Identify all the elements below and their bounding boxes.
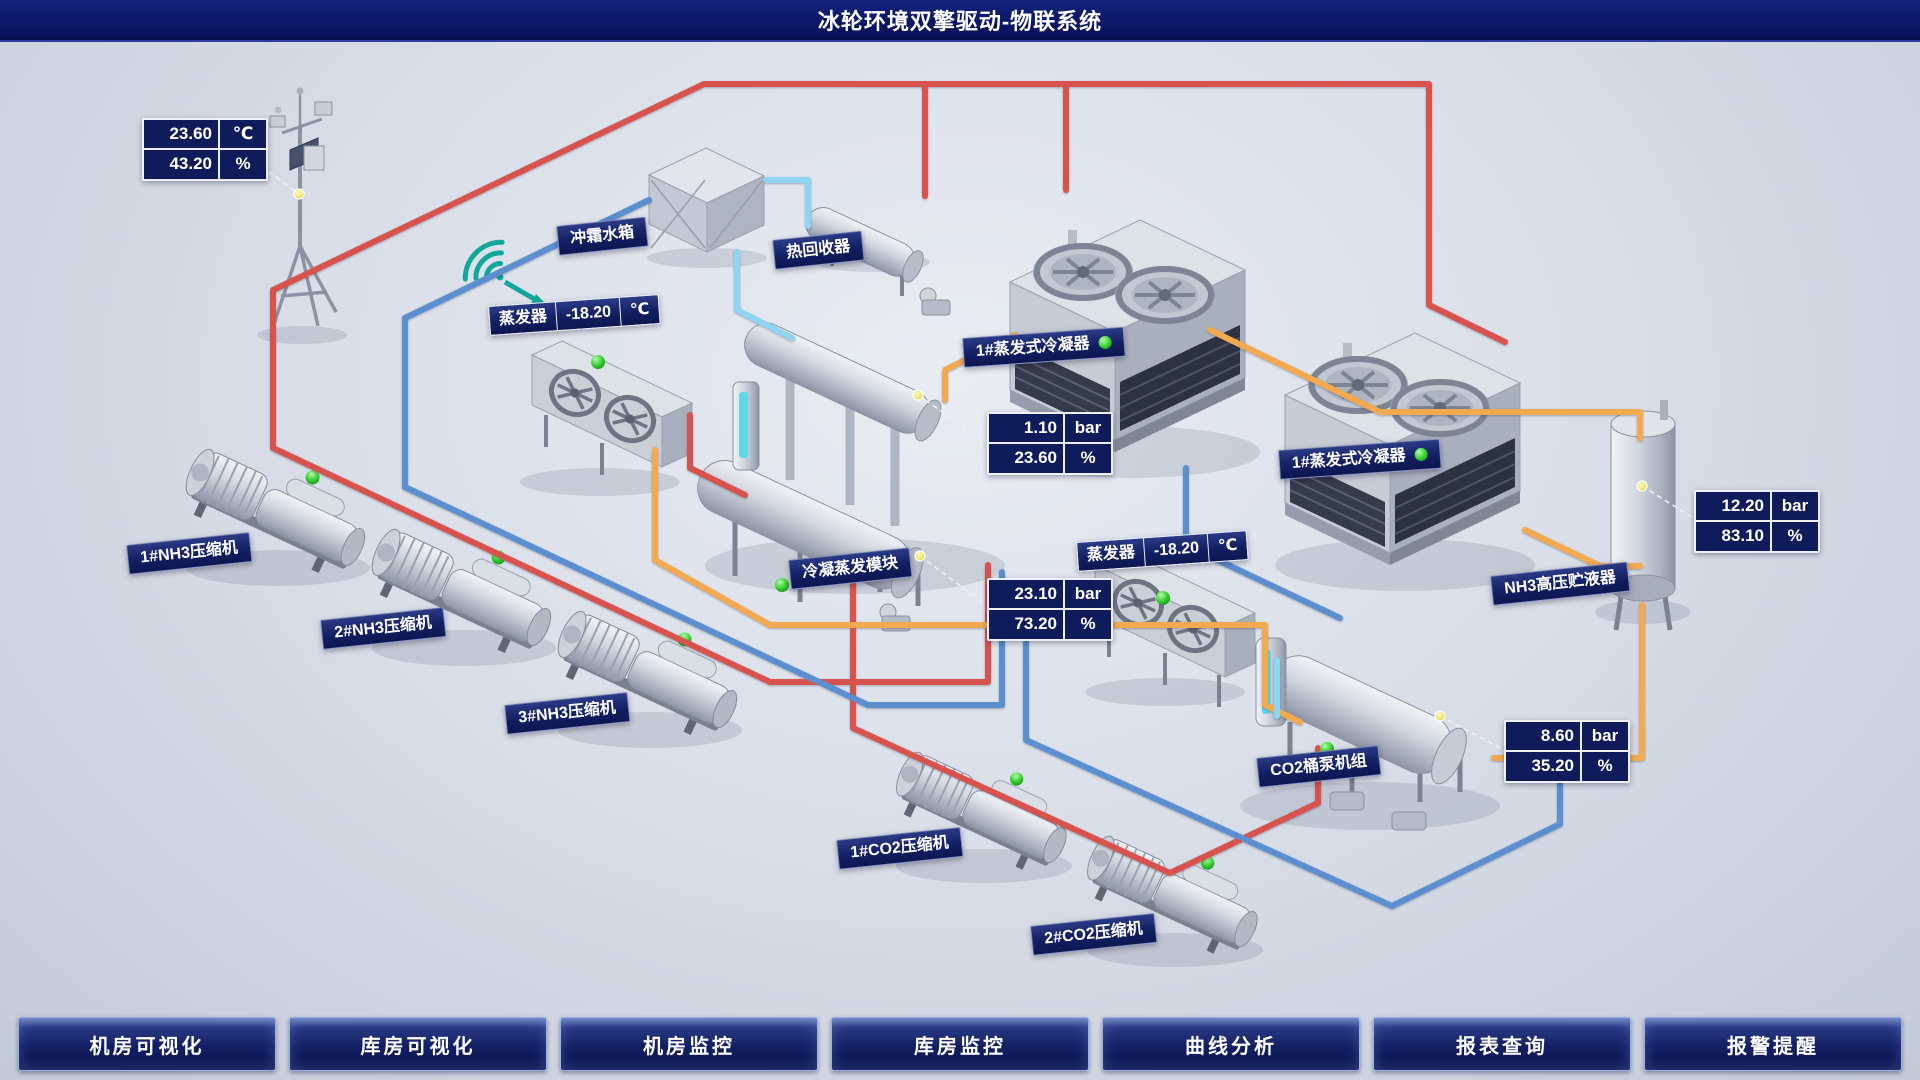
receiver-gauge: 12.20 bar 83.10 % — [1694, 490, 1820, 553]
co2-level-value: 35.20 — [1506, 752, 1582, 781]
evaporator-1-name: 蒸发器 — [498, 307, 548, 329]
weather-humidity-value: 43.20 — [144, 150, 220, 179]
weather-temp-value: 23.60 — [144, 120, 220, 151]
status-dot — [591, 355, 605, 369]
co2-level-unit: % — [1597, 756, 1613, 776]
vessel-gauge: 1.10 bar 23.60 % — [987, 412, 1113, 475]
status-dot — [1156, 591, 1170, 605]
module-gauge: 23.10 bar 73.20 % — [987, 578, 1113, 641]
co2-pressure-unit: bar — [1582, 722, 1628, 753]
level-indicator — [739, 392, 748, 458]
weather-temp-unit: ℃ — [220, 120, 266, 151]
evaporator-1-temp-unit: ℃ — [619, 295, 660, 326]
nav-warehouse-visualization[interactable]: 库房可视化 — [289, 1017, 547, 1071]
evaporator-2-temp: -18.20 — [1142, 533, 1210, 567]
nav-machine-room-visualization[interactable]: 机房可视化 — [18, 1017, 276, 1071]
weather-station — [269, 87, 338, 331]
vessel-pressure-unit: bar — [1065, 414, 1111, 445]
vessel-level-value: 23.60 — [989, 444, 1065, 473]
weather-gauge: 23.60 ℃ 43.20 % — [142, 118, 268, 181]
nav-machine-room-monitoring[interactable]: 机房监控 — [560, 1017, 818, 1071]
evaporator-2-temp-unit: ℃ — [1207, 531, 1248, 562]
evaporator-2-name: 蒸发器 — [1086, 543, 1136, 565]
receiver-pressure-value: 12.20 — [1696, 492, 1772, 523]
status-dot — [1098, 335, 1112, 350]
module-level-unit: % — [1080, 614, 1096, 634]
module-level-value: 73.20 — [989, 610, 1065, 639]
co2-pressure-value: 8.60 — [1506, 722, 1582, 753]
receiver-level-unit: % — [1787, 526, 1803, 546]
co2-unit-gauge: 8.60 bar 35.20 % — [1504, 720, 1630, 783]
vessel-pressure-value: 1.10 — [989, 414, 1065, 445]
pump — [919, 287, 951, 316]
module-pressure-unit: bar — [1065, 580, 1111, 611]
evaporator-1-temp: -18.20 — [554, 297, 622, 331]
status-dot — [1414, 447, 1428, 462]
nav-curve-analysis[interactable]: 曲线分析 — [1102, 1017, 1360, 1071]
condenser-1-name: 1#蒸发式冷凝器 — [975, 335, 1091, 361]
nav-alarm-reminder[interactable]: 报警提醒 — [1644, 1017, 1902, 1071]
title-bar: 冰轮环境双擎驱动-物联系统 — [0, 0, 1920, 42]
defrost-water-tank — [647, 147, 766, 253]
receiver-level-value: 83.10 — [1696, 522, 1772, 551]
status-dot — [775, 578, 789, 592]
nav-warehouse-monitoring[interactable]: 库房监控 — [831, 1017, 1089, 1071]
vessel-level-unit: % — [1080, 448, 1096, 468]
nav-report-query[interactable]: 报表查询 — [1373, 1017, 1631, 1071]
condenser-2-name: 1#蒸发式冷凝器 — [1291, 447, 1407, 473]
bottom-nav: 机房可视化 库房可视化 机房监控 库房监控 曲线分析 报表查询 报警提醒 — [0, 1017, 1920, 1071]
nh3-high-pressure-receiver — [1610, 400, 1676, 631]
module-pressure-value: 23.10 — [989, 580, 1065, 611]
measure-points — [293, 188, 1648, 722]
page-title: 冰轮环境双擎驱动-物联系统 — [817, 9, 1103, 34]
receiver-pressure-unit: bar — [1772, 492, 1818, 523]
weather-humidity-unit: % — [235, 154, 251, 174]
